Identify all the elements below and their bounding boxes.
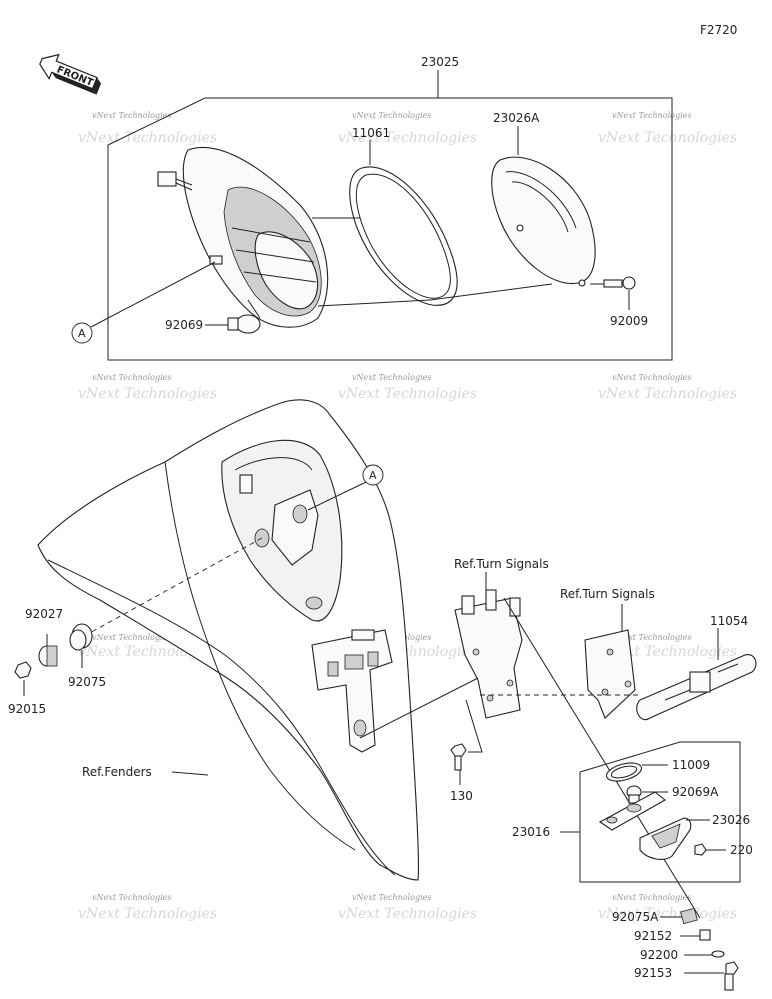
label-92075: 92075 <box>68 675 106 689</box>
license-lamp-assembly: 11009 92069A 23026 220 23016 <box>512 741 753 883</box>
svg-text:vNext Technologies: vNext Technologies <box>612 893 691 902</box>
label-220: 220 <box>730 843 753 857</box>
label-92200: 92200 <box>640 948 678 962</box>
rear-fender: Ref.Fenders <box>37 399 419 881</box>
svg-text:vNext Technologies: vNext Technologies <box>352 111 431 120</box>
plate-bracket: Ref.Turn Signals Ref.Turn Signals 11054 <box>359 557 757 919</box>
callout-a-top <box>71 322 93 344</box>
svg-text:vNext Technologies: vNext Technologies <box>352 373 431 382</box>
diagram-code: F2720 <box>700 23 737 37</box>
label-92152: 92152 <box>634 929 672 943</box>
svg-text:vNext Technologies: vNext Technologies <box>612 373 691 382</box>
svg-text:vNext Technologies: vNext Technologies <box>338 130 477 146</box>
screw-220 <box>694 843 726 856</box>
label-23026A: 23026A <box>493 111 540 125</box>
svg-text:vNext Technologies: vNext Technologies <box>612 633 691 642</box>
svg-text:vNext Technologies: vNext Technologies <box>92 633 171 642</box>
gasket-11009 <box>605 762 643 782</box>
svg-text:vNext Technologies: vNext Technologies <box>78 906 217 922</box>
label-92153: 92153 <box>634 966 672 980</box>
svg-text:A: A <box>78 327 86 340</box>
grommet-92075A <box>660 907 698 925</box>
label-ref-turn-signals-2: Ref.Turn Signals <box>560 587 655 601</box>
svg-text:vNext Technologies: vNext Technologies <box>598 386 737 402</box>
grommet-92075 <box>69 623 93 668</box>
label-92009: 92009 <box>610 314 648 328</box>
label-ref-turn-signals-1: Ref.Turn Signals <box>454 557 549 571</box>
svg-text:vNext Technologies: vNext Technologies <box>338 906 477 922</box>
label-92015: 92015 <box>8 702 46 716</box>
label-11054: 11054 <box>710 614 748 628</box>
svg-text:A: A <box>369 469 377 482</box>
label-92027: 92027 <box>25 607 63 621</box>
svg-text:vNext Technologies: vNext Technologies <box>78 130 217 146</box>
svg-text:vNext Technologies: vNext Technologies <box>92 111 171 120</box>
svg-text:vNext Technologies: vNext Technologies <box>352 893 431 902</box>
tail-lamp-assembly: 23025 11061 23026A 92 <box>71 55 673 361</box>
svg-text:vNext Technologies: vNext Technologies <box>78 386 217 402</box>
bulb-92069 <box>227 299 261 334</box>
svg-text:vNext Technologies: vNext Technologies <box>598 906 737 922</box>
svg-text:vNext Technologies: vNext Technologies <box>338 386 477 402</box>
svg-text:vNext Technologies: vNext Technologies <box>598 130 737 146</box>
bolt-92153 <box>684 961 739 991</box>
label-130: 130 <box>450 789 473 803</box>
label-23026: 23026 <box>712 813 750 827</box>
label-92069A: 92069A <box>672 785 719 799</box>
label-23025: 23025 <box>421 55 459 69</box>
callout-a-bottom <box>362 464 384 486</box>
label-92075A: 92075A <box>612 910 659 924</box>
label-11061: 11061 <box>352 126 390 140</box>
collar-92152 <box>680 929 711 941</box>
svg-text:vNext Technologies: vNext Technologies <box>612 111 691 120</box>
label-ref-fenders: Ref.Fenders <box>82 765 152 779</box>
grommet-92027 <box>38 634 58 667</box>
label-92069: 92069 <box>165 318 203 332</box>
screw-92009 <box>590 276 636 310</box>
svg-text:vNext Technologies: vNext Technologies <box>92 373 171 382</box>
bolt-130 <box>450 699 483 785</box>
label-11009: 11009 <box>672 758 710 772</box>
svg-text:vNext Technologies: vNext Technologies <box>598 644 737 660</box>
washer-92200 <box>684 950 725 958</box>
nut-92015 <box>14 661 32 696</box>
label-23016: 23016 <box>512 825 550 839</box>
svg-text:vNext Technologies: vNext Technologies <box>92 893 171 902</box>
front-arrow-icon: FRONT <box>39 53 102 95</box>
